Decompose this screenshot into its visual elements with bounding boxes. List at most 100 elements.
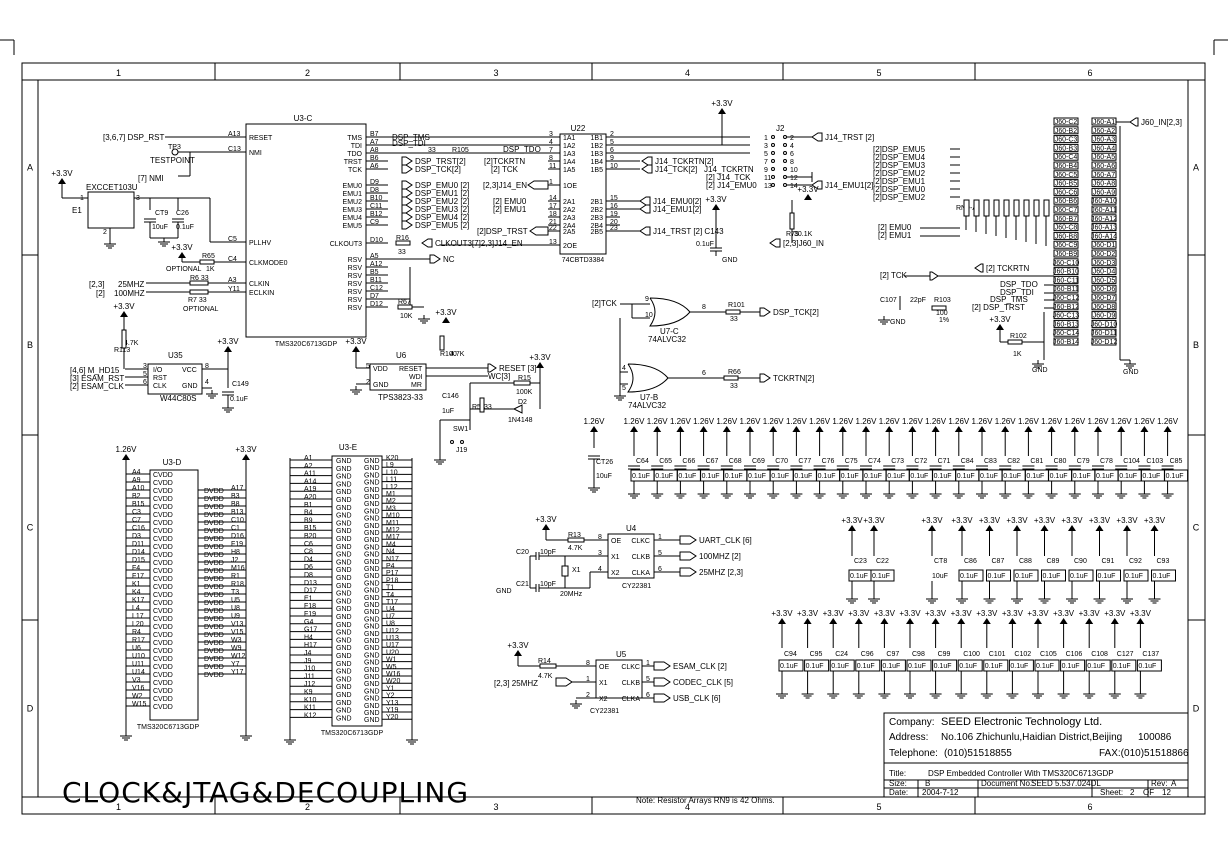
decoupling-ref: C127 <box>1117 651 1134 658</box>
decoupling-value: 0.1uF <box>1010 663 1028 670</box>
net-label: CLKOUT3[7]2,3]J14_EN <box>435 239 523 248</box>
power-arrow <box>1117 426 1126 432</box>
power-arrow <box>931 618 940 624</box>
u6-body <box>369 363 427 391</box>
u3e-pin-num: A2 <box>304 463 313 470</box>
u3e-pin-num: K9 <box>304 689 313 696</box>
j2-pin-num: 6 <box>790 151 794 158</box>
r113-value: 4.7K <box>124 340 139 347</box>
j60-pin-label: J60-C10 <box>1053 260 1080 267</box>
u3c-pin-name: RSV <box>348 305 363 312</box>
power-label: 1.26V <box>1088 417 1110 426</box>
j60-pin-label: J60-D11 <box>1091 330 1117 337</box>
decoupling-ref: C81 <box>1030 458 1043 465</box>
power-arrow <box>1001 426 1010 432</box>
u3e-pin-num: B4 <box>304 510 313 517</box>
c107-ref: C107 <box>880 297 897 304</box>
u5-pin-num: 1 <box>586 676 590 683</box>
u22-pin-num: 7 <box>549 147 553 154</box>
u3e-pin-num: E1 <box>304 595 313 602</box>
net-label: J14_EMU1[2] <box>653 205 701 214</box>
u3d-pin-name: DVDD <box>204 600 224 607</box>
u4-pin-num: 4 <box>598 566 602 573</box>
u22-pin-name: 1A1 <box>563 135 576 142</box>
net-emu: [2]DSP_EMU5 <box>873 145 926 154</box>
j2-pin <box>783 135 787 139</box>
u22-pin-name: 2B1 <box>591 199 604 206</box>
company-label: Company: <box>889 717 935 728</box>
power-arrow <box>1034 618 1042 624</box>
column-label: 4 <box>685 68 690 78</box>
u5-pin-num: 6 <box>646 692 650 699</box>
j60-pin-label: J60-C9 <box>1055 242 1078 249</box>
u3d-pin-name: CVDD <box>153 584 173 591</box>
u3e-pin-name: GND <box>336 684 352 691</box>
power-arrow <box>514 650 522 656</box>
u3e-pin-num: C8 <box>304 549 313 556</box>
u3d-pin-name: CVDD <box>153 656 173 663</box>
u3e-pin-num: L10 <box>386 469 398 476</box>
cap-value-box <box>1034 659 1060 672</box>
row-label: A <box>1193 163 1199 173</box>
u4-pin-name: X2 <box>611 570 620 577</box>
decoupling-ref: C97 <box>886 651 899 658</box>
u3c-pin-num: D10 <box>370 237 383 244</box>
power-label: +3.3V <box>863 516 885 525</box>
u3d-pin-name: CVDD <box>153 624 173 631</box>
net-flag <box>639 196 651 206</box>
j60-pin <box>1053 126 1079 135</box>
u3e-pin-num: J4 <box>304 650 312 657</box>
optional-label: OPTIONAL <box>166 266 202 273</box>
u3c-pin-num: C9 <box>370 219 379 226</box>
power-arrow <box>848 525 856 531</box>
u3d-pin-name: CVDD <box>153 480 173 487</box>
power-label: +3.3V <box>797 609 819 618</box>
u3d-pin-name: CVDD <box>153 520 173 527</box>
u3d-pin-num: C10 <box>231 517 244 524</box>
j2-pin <box>783 159 787 163</box>
u3e-pin-num: H17 <box>304 642 317 649</box>
u3c-pin-num: Y11 <box>228 286 240 293</box>
decoupling-value: 0.1uF <box>1138 663 1156 670</box>
j60-pin <box>1053 170 1079 179</box>
j2-pin-num: 14 <box>790 183 798 190</box>
j60-pin-label: J60-B5 <box>1055 181 1077 188</box>
j60-pin-label: J60-A12 <box>1091 216 1117 223</box>
u3c-pin-num: A13 <box>228 131 241 138</box>
e1-part: EXCCET103U <box>86 183 138 192</box>
u3e-pin-name: GND <box>364 487 380 494</box>
j2-pin <box>783 151 787 155</box>
decoupling-ref: C102 <box>1014 651 1031 658</box>
j60-pin-label: J60-D4 <box>1093 269 1116 276</box>
u3d-pin-name: CVDD <box>153 552 173 559</box>
u6-ref: U6 <box>396 351 407 360</box>
j60-pin-label: J60-B9 <box>1055 251 1077 258</box>
u3d-pin-name: CVDD <box>153 576 173 583</box>
power-label: +3.3V <box>1027 609 1049 618</box>
j60-pin <box>1053 231 1079 240</box>
u3e-pin-num: B1 <box>304 502 313 509</box>
r67-value: 10K <box>400 313 413 320</box>
power-label: 1.26V <box>856 417 878 426</box>
power-arrow <box>778 618 786 624</box>
u3d-pin-num: W12 <box>231 653 246 660</box>
decoupling-ref: C23 <box>854 558 867 565</box>
u3e-pin-name: GND <box>364 688 380 695</box>
u3d-pin-name: DVDD <box>204 672 224 679</box>
power-label: 1.26V <box>948 417 970 426</box>
j60-pin <box>1053 179 1079 188</box>
power-label: +3.3V <box>529 353 551 362</box>
power-label: +3.3V <box>507 641 529 650</box>
r100-value: 4.7K <box>450 351 465 358</box>
u22-pin-name: 2A1 <box>563 199 576 206</box>
u3c-pin-name: RSV <box>348 257 363 264</box>
u4-pin-num: 1 <box>658 534 662 541</box>
u35-net: [3] ESAM_RST <box>70 374 124 383</box>
decoupling-value: 0.1uF <box>1026 473 1044 480</box>
u3e-pin-name: GND <box>336 505 352 512</box>
u35-gnd: GND <box>182 383 198 390</box>
power-label: 1.26V <box>879 417 901 426</box>
u3d-pin-num: U11 <box>132 661 144 668</box>
row-label: A <box>27 163 33 173</box>
net-label: 25MHZ [2,3] <box>699 568 743 577</box>
